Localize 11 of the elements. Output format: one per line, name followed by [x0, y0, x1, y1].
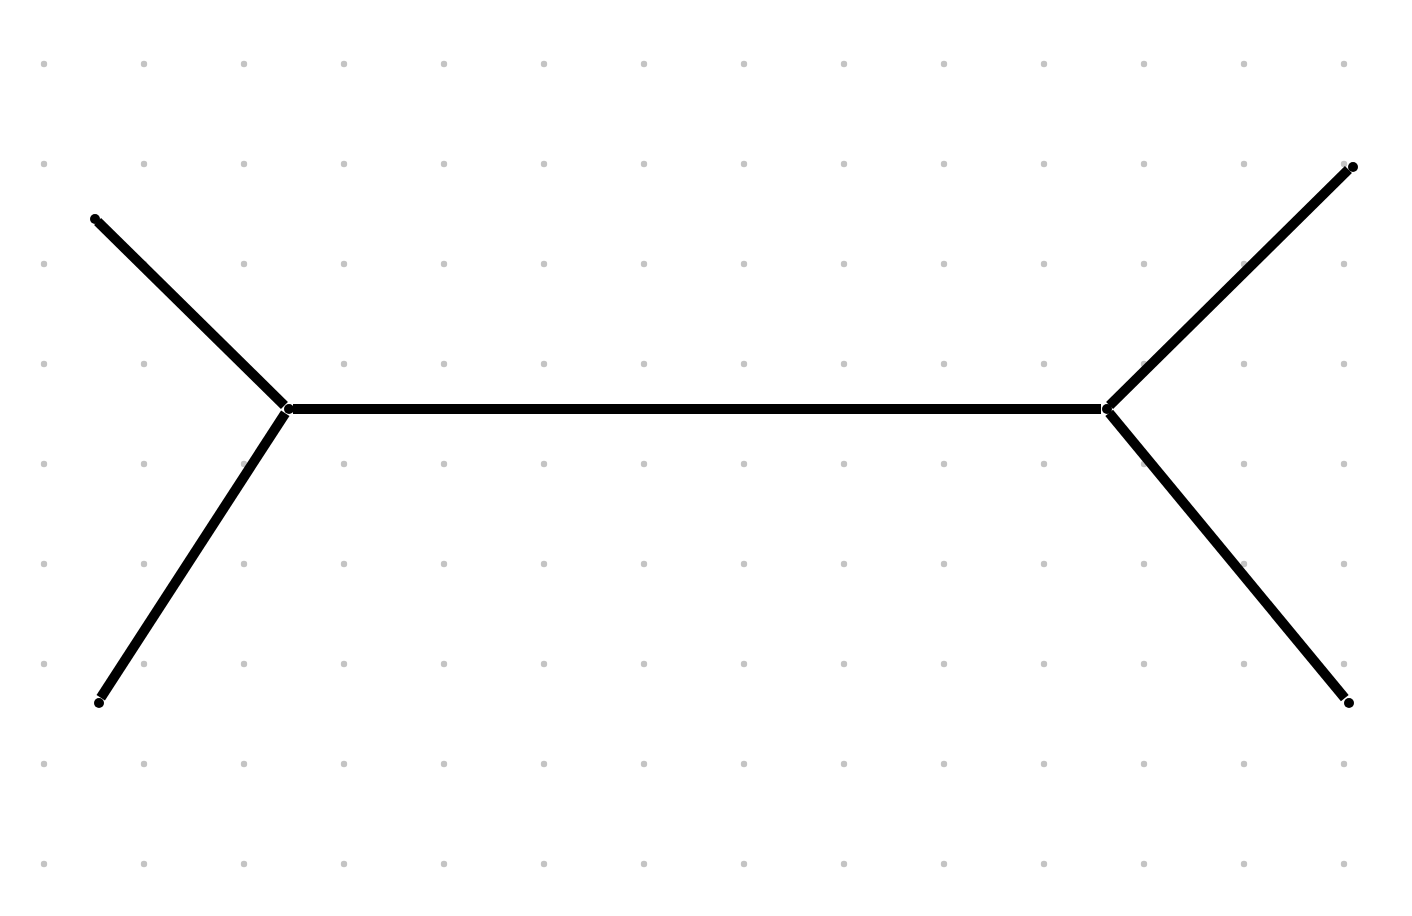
line-end-point	[1347, 161, 1357, 171]
connector-line	[1105, 409, 1349, 702]
line-end-point	[89, 213, 99, 223]
connector-line	[96, 410, 290, 701]
connector-line	[1106, 165, 1352, 410]
line-end-point	[1343, 697, 1353, 707]
line-end-point	[93, 697, 103, 707]
junction-point	[1101, 404, 1111, 414]
connector-line	[94, 217, 288, 410]
junction-point	[283, 404, 293, 414]
connector-line	[293, 404, 1101, 414]
